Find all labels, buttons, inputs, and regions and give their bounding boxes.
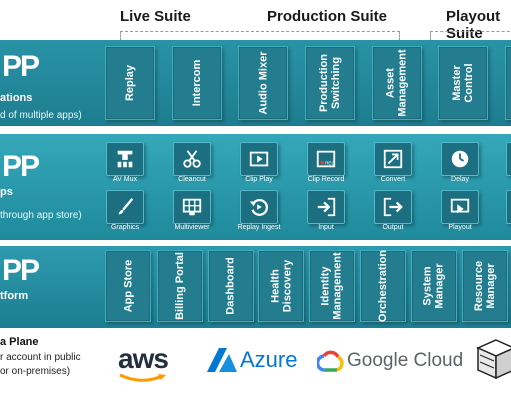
grid-icon[interactable]: [173, 190, 211, 224]
band-note: d of multiple apps): [0, 110, 82, 121]
app-tile-asset-management[interactable]: Asset Management: [372, 46, 422, 120]
data-plane-line: or on-premises): [0, 366, 71, 377]
suite-bracket: [120, 31, 400, 41]
brand-logo: PP: [2, 254, 40, 287]
platform-tile-dashboard[interactable]: Dashboard: [208, 250, 254, 322]
microapp-label: Playout: [448, 224, 472, 231]
band-note: through app store): [0, 210, 82, 221]
clip-play-icon[interactable]: [240, 142, 278, 176]
brush-icon[interactable]: [106, 190, 144, 224]
app-tile-intercom[interactable]: Intercom: [172, 46, 222, 120]
production-suite-heading: Production Suite: [267, 8, 387, 25]
microapp-label: Output: [382, 224, 404, 231]
playout-icon[interactable]: [441, 190, 479, 224]
platform-tile-label: Billing Portal: [174, 252, 186, 320]
platform-tile-billing-portal[interactable]: Billing Portal: [157, 250, 203, 322]
platform-tile-resource-manager[interactable]: Resource Manager: [462, 250, 508, 322]
platform-tile-label: Orchestration: [377, 249, 390, 323]
microapp-label: Replay Ingest: [237, 224, 281, 231]
azure-logo-icon: [207, 348, 237, 372]
platform-tile-app-store[interactable]: App Store: [105, 250, 151, 322]
google-cloud-logo-icon: [317, 350, 344, 372]
microapp-label: Input: [318, 224, 334, 231]
suite-bracket: [430, 31, 511, 41]
app-tile-production-switching[interactable]: Production Switching: [305, 46, 355, 120]
app-tile-label: Replay: [123, 64, 136, 102]
app-tile-label: Asset Management: [385, 49, 410, 117]
app-tile-label: Audio Mixer: [257, 51, 270, 115]
aws-logo-text: aws: [118, 343, 169, 374]
microapp-label: Delay: [451, 176, 469, 183]
microapps-band: PP ps through app store) AV Mux Cleancut…: [0, 134, 511, 240]
microapp-label: AV Mux: [113, 176, 137, 183]
band-label: ations: [0, 92, 33, 104]
on-premises-server-icon: [476, 339, 511, 380]
app-tile-audio-mixer[interactable]: Audio Mixer: [238, 46, 288, 120]
app-tile-label: Master Control: [451, 63, 475, 103]
clock-icon[interactable]: [441, 142, 479, 176]
rec-badge: REC: [325, 161, 335, 166]
data-plane-row: [0, 330, 511, 400]
microapp-label: Clip Record: [307, 176, 345, 183]
scissors-icon[interactable]: [173, 142, 211, 176]
brand-logo: PP: [2, 50, 40, 83]
platform-tile-identity-management[interactable]: Identity Management: [309, 250, 355, 322]
app-tile-label: Intercom: [191, 59, 203, 107]
applications-band: PP ations d of multiple apps) Replay Int…: [0, 40, 511, 126]
azure-logo-text: Azure: [240, 347, 298, 372]
replay-icon[interactable]: [240, 190, 278, 224]
playout-suite-heading: Playout Suite: [446, 8, 501, 42]
aws-smile-icon: [119, 373, 166, 382]
microapp-label: Multiviewer: [174, 224, 210, 231]
partial-icon[interactable]: [506, 190, 511, 224]
platform-tile-health-discovery[interactable]: Health Discovery: [258, 250, 304, 322]
brand-logo: PP: [2, 150, 40, 183]
platform-tile-label: Dashboard: [225, 257, 237, 315]
microapp-label: Graphics: [110, 224, 139, 231]
app-tile-master-control[interactable]: Master Control: [438, 46, 488, 120]
output-icon[interactable]: [374, 190, 412, 224]
platform-tile-orchestration[interactable]: Orchestration: [360, 250, 406, 322]
google-cloud-logo-text: Google Cloud: [347, 350, 464, 371]
microapp-label: Convert: [380, 176, 406, 183]
input-icon[interactable]: [307, 190, 345, 224]
microapp-label: Clip Play: [245, 176, 273, 183]
live-suite-heading: Live Suite: [120, 8, 191, 25]
data-plane-title: a Plane: [0, 336, 39, 348]
platform-band: PP tform App Store Billing Portal Dashbo…: [0, 246, 511, 328]
platform-tile-label: App Store: [122, 259, 134, 313]
partial-icon[interactable]: [506, 142, 511, 176]
av-mux-icon[interactable]: [106, 142, 144, 176]
microapp-label: Cleancut: [178, 176, 206, 183]
clip-record-icon[interactable]: REC: [307, 142, 345, 176]
app-tile-replay[interactable]: Replay: [105, 46, 155, 120]
platform-tile-system-manager[interactable]: System Manager: [411, 250, 457, 322]
data-plane-line: r account in public: [0, 352, 81, 363]
app-tile-partial[interactable]: [505, 46, 511, 120]
convert-icon[interactable]: [374, 142, 412, 176]
app-tile-label: Production Switching: [318, 53, 342, 113]
platform-tile-label: Resource Manager: [473, 260, 498, 312]
platform-tile-label: Health Discovery: [269, 259, 294, 313]
band-label: tform: [0, 290, 29, 302]
platform-tile-label: Identity Management: [320, 252, 345, 320]
band-label: ps: [0, 186, 13, 198]
platform-tile-label: System Manager: [422, 263, 447, 309]
